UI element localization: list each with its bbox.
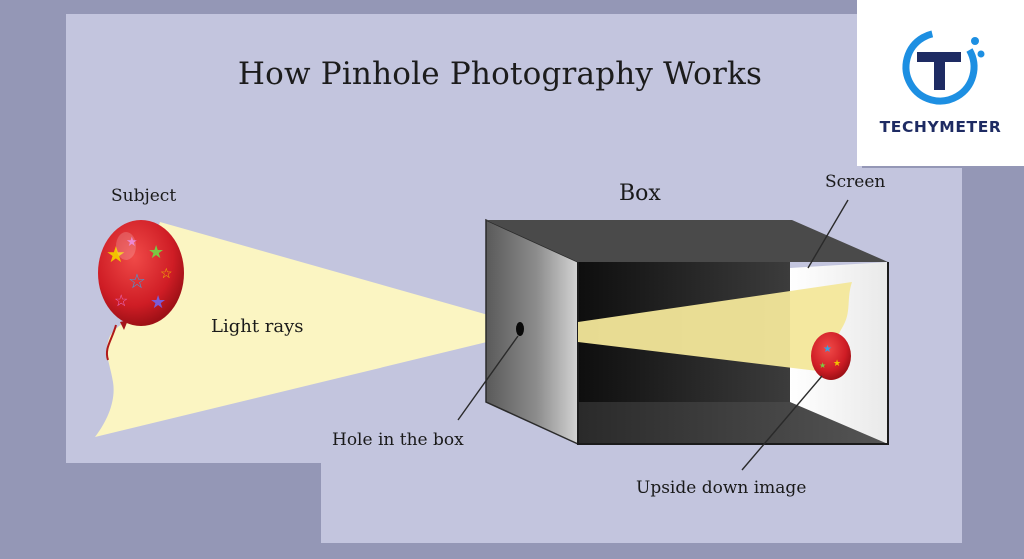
projected-beam [578,282,852,372]
balloon-subject: ★ ☆ ★ ☆ ★ ☆ ★ [98,220,184,361]
brand-logo: TECHYMETER [857,0,1024,166]
subject-label: Subject [111,186,177,206]
upside-down-image-label: Upside down image [636,478,807,498]
logo-wordmark: TECHYMETER [879,118,1002,136]
svg-text:★: ★ [126,235,138,250]
box-label: Box [619,181,661,206]
screen-label: Screen [825,172,886,192]
svg-text:☆: ☆ [128,269,146,293]
svg-text:★: ★ [106,243,126,268]
box-bottom-face [578,402,888,444]
svg-text:★: ★ [148,242,164,263]
hole-leader-line [457,335,519,421]
box-outline [577,262,889,445]
svg-text:★: ★ [823,344,832,355]
svg-text:☆: ☆ [114,291,128,310]
light-rays-label: Light rays [211,316,304,337]
svg-text:☆: ☆ [160,266,173,282]
inverted-balloon-image: ★ ★ ★ [811,332,851,380]
svg-text:★: ★ [833,359,841,369]
pinhole [516,322,524,336]
hole-label: Hole in the box [332,430,464,450]
light-rays-beam [95,222,520,437]
svg-text:★: ★ [150,292,166,313]
svg-text:★: ★ [819,361,826,370]
screen-leader-line [807,199,849,269]
diagram-title: How Pinhole Photography Works [237,56,763,92]
box-top-face [486,220,888,262]
logo-mark-icon [902,29,985,105]
image-leader-line [741,375,823,471]
